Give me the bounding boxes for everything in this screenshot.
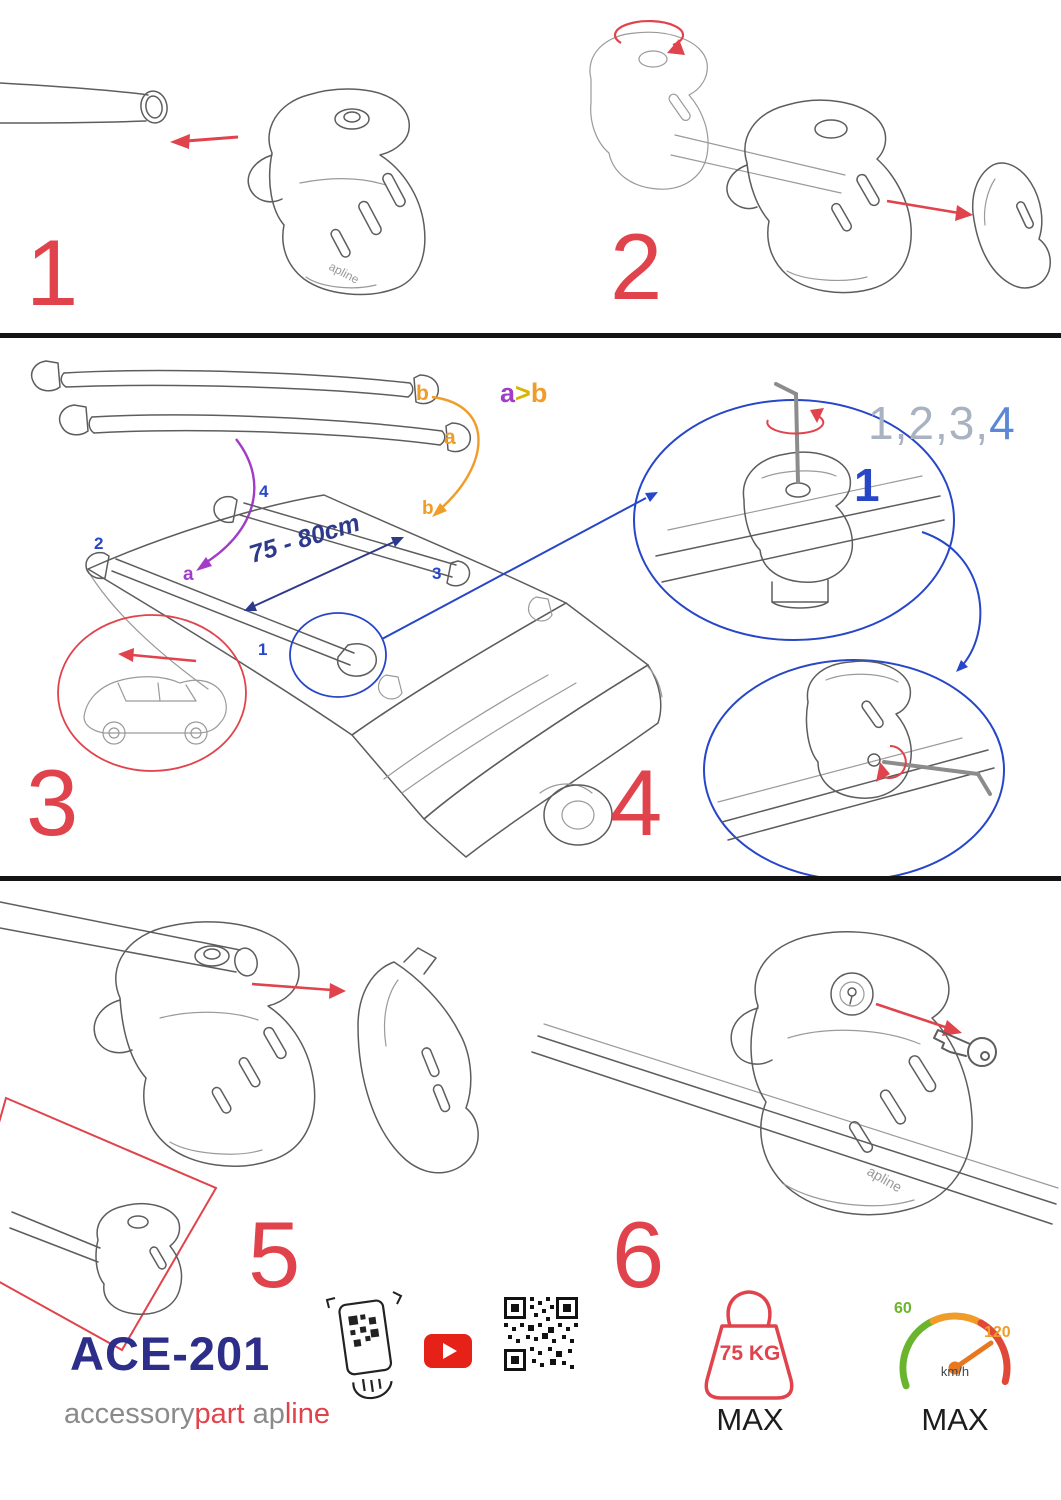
step6-lock-key-illustration: apline [531, 931, 1059, 1225]
step-1-number: 1 [26, 220, 78, 325]
section-divider [0, 333, 1061, 338]
foot-brand-text: apline [865, 1163, 906, 1196]
key-icon [933, 1029, 997, 1067]
car-roof-icon [87, 494, 663, 858]
gauge-needle [952, 1340, 994, 1371]
max-speed-label: MAX [921, 1402, 989, 1437]
roof-bar-b-label: b [422, 498, 434, 519]
step3-roof-placement-illustration [30, 360, 663, 858]
sequence-blue: 4 [989, 397, 1016, 449]
bar-a-label: a [444, 426, 456, 449]
roof-position-2: 2 [94, 534, 104, 553]
max-weight-value: 75 KG [719, 1342, 781, 1365]
speed-max-value-label: 120 [984, 1324, 1011, 1341]
rotate-arrow-icon [876, 745, 907, 782]
foot-side-view-icon [717, 660, 995, 841]
step4-tightening-detail-illustration [633, 382, 1005, 880]
mounted-foot-small-icon [9, 1202, 183, 1315]
phone-qr-pattern [348, 1314, 380, 1347]
clamp-on-bar-icon [655, 451, 945, 609]
section-divider [0, 876, 1061, 881]
step2-cover-attach-illustration [589, 19, 1051, 294]
attach-arrow-icon [251, 982, 346, 999]
max-weight-label: MAX [716, 1402, 784, 1437]
speed-min-label: 60 [894, 1300, 912, 1317]
attach-arrow-icon [886, 199, 973, 221]
max-speed-gauge-icon [899, 1312, 1011, 1390]
order-b: b [530, 378, 548, 408]
mounted-crossbars-icon [85, 495, 553, 700]
detail-callout-arrow-icon [381, 492, 658, 640]
sequence-gray: 1,2,3, [868, 397, 990, 449]
measurement-arrow-icon [244, 537, 404, 611]
allen-key-side-icon [882, 760, 992, 796]
bar-b-label: b [416, 382, 429, 405]
bar-a-position-arrow-icon [196, 438, 256, 571]
roof-foot-locked-icon [531, 931, 1059, 1225]
brand-wordmark: accessorypart apline [64, 1398, 330, 1431]
detail-step-label: 1 [854, 459, 880, 511]
step5-cover-mount-illustration [0, 901, 479, 1352]
scan-qr-phone-icon [325, 1291, 403, 1400]
bar-order-note: a>b [500, 378, 547, 409]
detail-circle-top [633, 399, 955, 641]
small-car-icon [83, 676, 227, 745]
step-4-number: 4 [610, 750, 662, 855]
brand-accessory: accessory [64, 1398, 195, 1430]
max-weight-icon [704, 1290, 794, 1400]
qr-code-icon [504, 1297, 578, 1371]
detail-connector-arrow-icon [921, 531, 982, 672]
step-6-number: 6 [612, 1202, 664, 1307]
step-2-number: 2 [610, 214, 662, 319]
step-5-number: 5 [248, 1202, 300, 1307]
key-arrow-icon [875, 1002, 962, 1036]
youtube-icon [424, 1334, 472, 1368]
roof-foot-icon [247, 88, 426, 296]
step-3-number: 3 [26, 750, 78, 855]
insert-arrow-icon [170, 134, 239, 149]
step-sequence-label: 1,2,3,4 [868, 396, 1016, 450]
foot-brand-text: apline [327, 259, 362, 287]
detail-circle-bottom [703, 659, 1005, 880]
crossbar-icon [0, 82, 168, 124]
roof-foot-icon [726, 99, 912, 294]
rotate-arrow-icon [613, 19, 685, 55]
order-gt: > [515, 378, 531, 408]
order-a: a [500, 378, 516, 408]
crossbar-b-icon [30, 360, 440, 405]
step1-bar-into-foot-illustration: apline [0, 82, 426, 296]
roof-foot-icon [0, 901, 316, 1167]
brand-part: part [194, 1398, 245, 1430]
foot-cover-icon [971, 162, 1051, 289]
product-model: ACE-201 [70, 1327, 271, 1380]
brand-line: line [284, 1398, 331, 1430]
roof-position-4: 4 [259, 482, 269, 501]
car-direction-badge [57, 614, 247, 772]
bar-b-position-arrow-icon [431, 395, 480, 517]
roof-bar-a-label: a [183, 564, 194, 585]
foot-cover-icon [357, 947, 479, 1174]
mounting-area-outline [0, 1096, 218, 1352]
roof-foot-ghost-icon [589, 31, 846, 194]
foot-1-highlight-circle [289, 612, 387, 698]
roof-position-3: 3 [432, 564, 442, 583]
speed-unit-label: km/h [940, 1364, 970, 1379]
roof-position-1: 1 [258, 640, 268, 659]
brand-ap: ap [252, 1398, 285, 1430]
crossbar-a-icon [58, 404, 472, 453]
rotate-arrow-icon [766, 408, 825, 435]
allen-key-icon [774, 382, 800, 484]
